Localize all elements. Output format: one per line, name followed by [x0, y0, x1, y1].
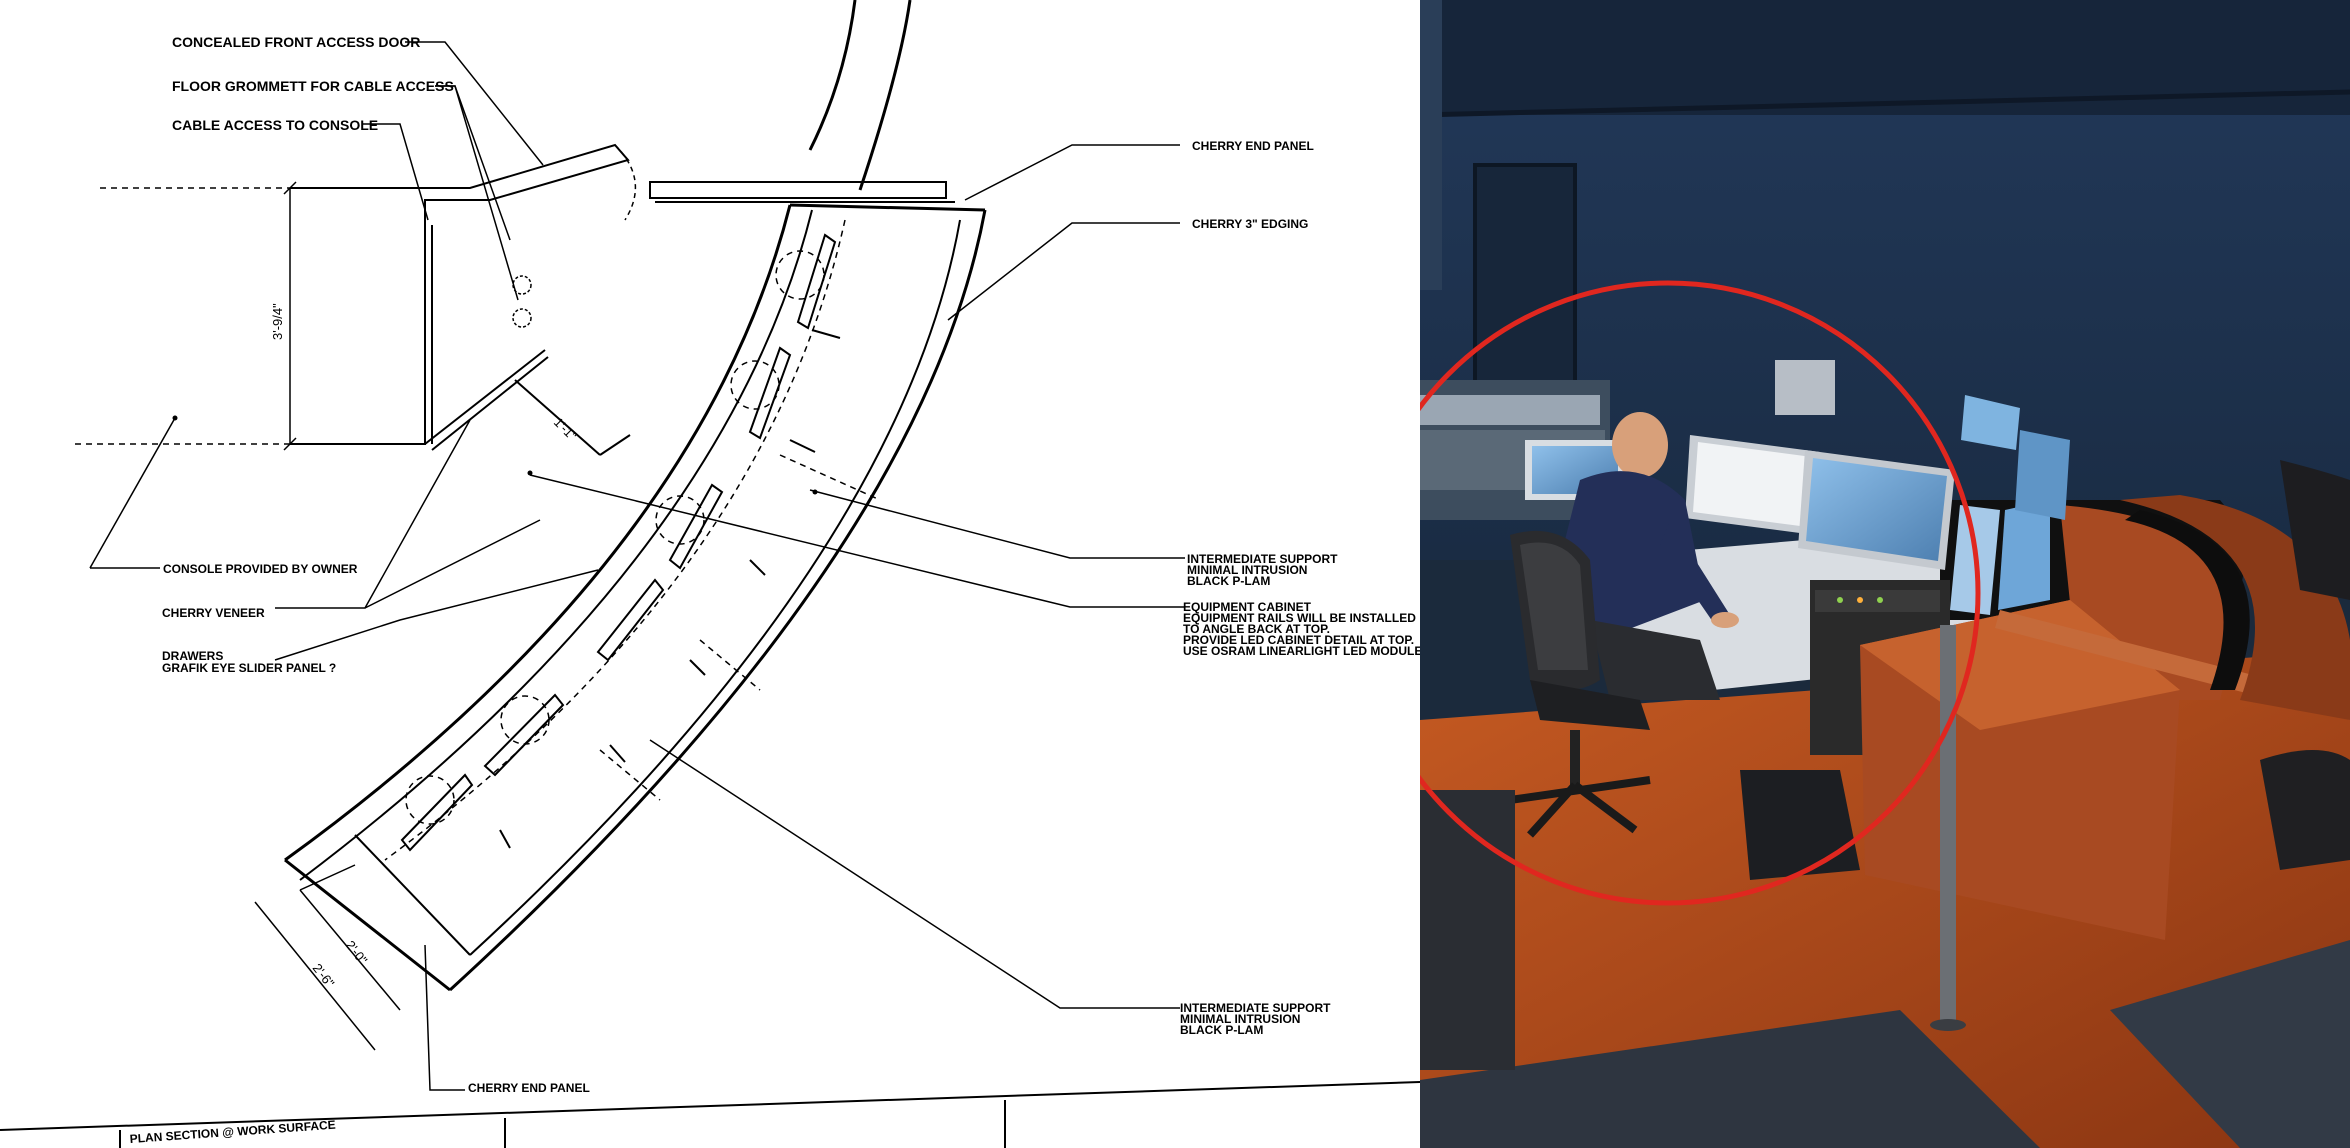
- svg-text:TO ANGLE BACK AT TOP.: TO ANGLE BACK AT TOP.: [1183, 622, 1330, 636]
- monitors: [1525, 360, 2070, 615]
- label-equipment-cabinet: EQUIPMENT CABINET EQUIPMENT RAILS WILL B…: [1183, 600, 1420, 658]
- label-intermediate-support-1: INTERMEDIATE SUPPORT MINIMAL INTRUSION B…: [1187, 552, 1338, 588]
- carpet-right: [2110, 940, 2350, 1148]
- desk-curve: [2120, 495, 2350, 720]
- svg-text:MINIMAL INTRUSION: MINIMAL INTRUSION: [1187, 563, 1307, 577]
- door: [1473, 163, 1577, 397]
- label-cherry-veneer: CHERRY VENEER: [162, 606, 265, 620]
- title-block-border: [0, 1081, 1420, 1131]
- svg-text:MINIMAL INTRUSION: MINIMAL INTRUSION: [1180, 1012, 1300, 1026]
- label-cherry-edging: CHERRY 3" EDGING: [1192, 217, 1308, 231]
- carpet-front: [1420, 1010, 2040, 1148]
- drawer-slots: [400, 233, 837, 852]
- label-drawers: DRAWERS: [162, 649, 223, 663]
- svg-text:BLACK P-LAM: BLACK P-LAM: [1187, 574, 1270, 588]
- svg-text:EQUIPMENT CABINET: EQUIPMENT CABINET: [1183, 600, 1312, 614]
- door-swing: [614, 144, 637, 221]
- label-grafik-eye: GRAFIK EYE SLIDER PANEL ?: [162, 661, 336, 675]
- dim-gap: 1'-1": [551, 415, 580, 444]
- foreground-box: [1420, 790, 1515, 1070]
- technical-drawing: 3'-9/4" 1'-1": [0, 0, 1420, 1148]
- label-cable-access: CABLE ACCESS TO CONSOLE: [172, 117, 378, 133]
- console-outline: [290, 143, 630, 445]
- svg-text:EQUIPMENT RAILS WILL BE INSTAL: EQUIPMENT RAILS WILL BE INSTALLED: [1183, 611, 1416, 625]
- label-cherry-end-panel-bottom: CHERRY END PANEL: [468, 1081, 590, 1095]
- label-intermediate-support-2: INTERMEDIATE SUPPORT MINIMAL INTRUSION B…: [1180, 1001, 1331, 1037]
- svg-text:INTERMEDIATE SUPPORT: INTERMEDIATE SUPPORT: [1180, 1001, 1331, 1015]
- grommet-1: [512, 275, 532, 295]
- studio-photo-svg: [1420, 0, 2350, 1148]
- outer-wall-arc: [858, 0, 912, 191]
- plan-section-svg: 3'-9/4" 1'-1": [0, 0, 1420, 1148]
- worksurface-outer-arc: [448, 209, 987, 992]
- worksurface-inner-arc: [284, 204, 792, 862]
- leader-lines: [89, 41, 1185, 1091]
- svg-text:USE OSRAM LINEARLIGHT LED MODU: USE OSRAM LINEARLIGHT LED MODULES.: [1183, 644, 1420, 658]
- top-end-panel: [649, 181, 947, 199]
- dim-height: 3'-9/4": [270, 303, 285, 340]
- label-cherry-end-panel-top: CHERRY END PANEL: [1192, 139, 1314, 153]
- office-chair: [1509, 530, 1651, 838]
- handrail-post: [1940, 625, 1956, 1025]
- label-console-owner: CONSOLE PROVIDED BY OWNER: [163, 562, 358, 576]
- label-floor-grommett: FLOOR GROMMETT FOR CABLE ACCESS: [172, 78, 454, 94]
- grommet-2: [512, 308, 532, 328]
- cabinet-dashed-arc: [384, 219, 846, 861]
- svg-text:INTERMEDIATE SUPPORT: INTERMEDIATE SUPPORT: [1187, 552, 1338, 566]
- svg-text:BLACK P-LAM: BLACK P-LAM: [1180, 1023, 1263, 1037]
- highlight-circle: [1420, 280, 1981, 906]
- engineer: [1560, 412, 1739, 700]
- dim-depth-a: 2'-0": [343, 938, 371, 968]
- outer-wall-arc-inner: [808, 0, 857, 151]
- right-chair: [2260, 750, 2350, 870]
- floor-bag: [1740, 770, 1860, 880]
- svg-text:PROVIDE LED CABINET DETAIL AT: PROVIDE LED CABINET DETAIL AT TOP.: [1183, 633, 1414, 647]
- label-concealed-door: CONCEALED FRONT ACCESS DOOR: [172, 34, 420, 50]
- studio-photo: [1420, 0, 2350, 1148]
